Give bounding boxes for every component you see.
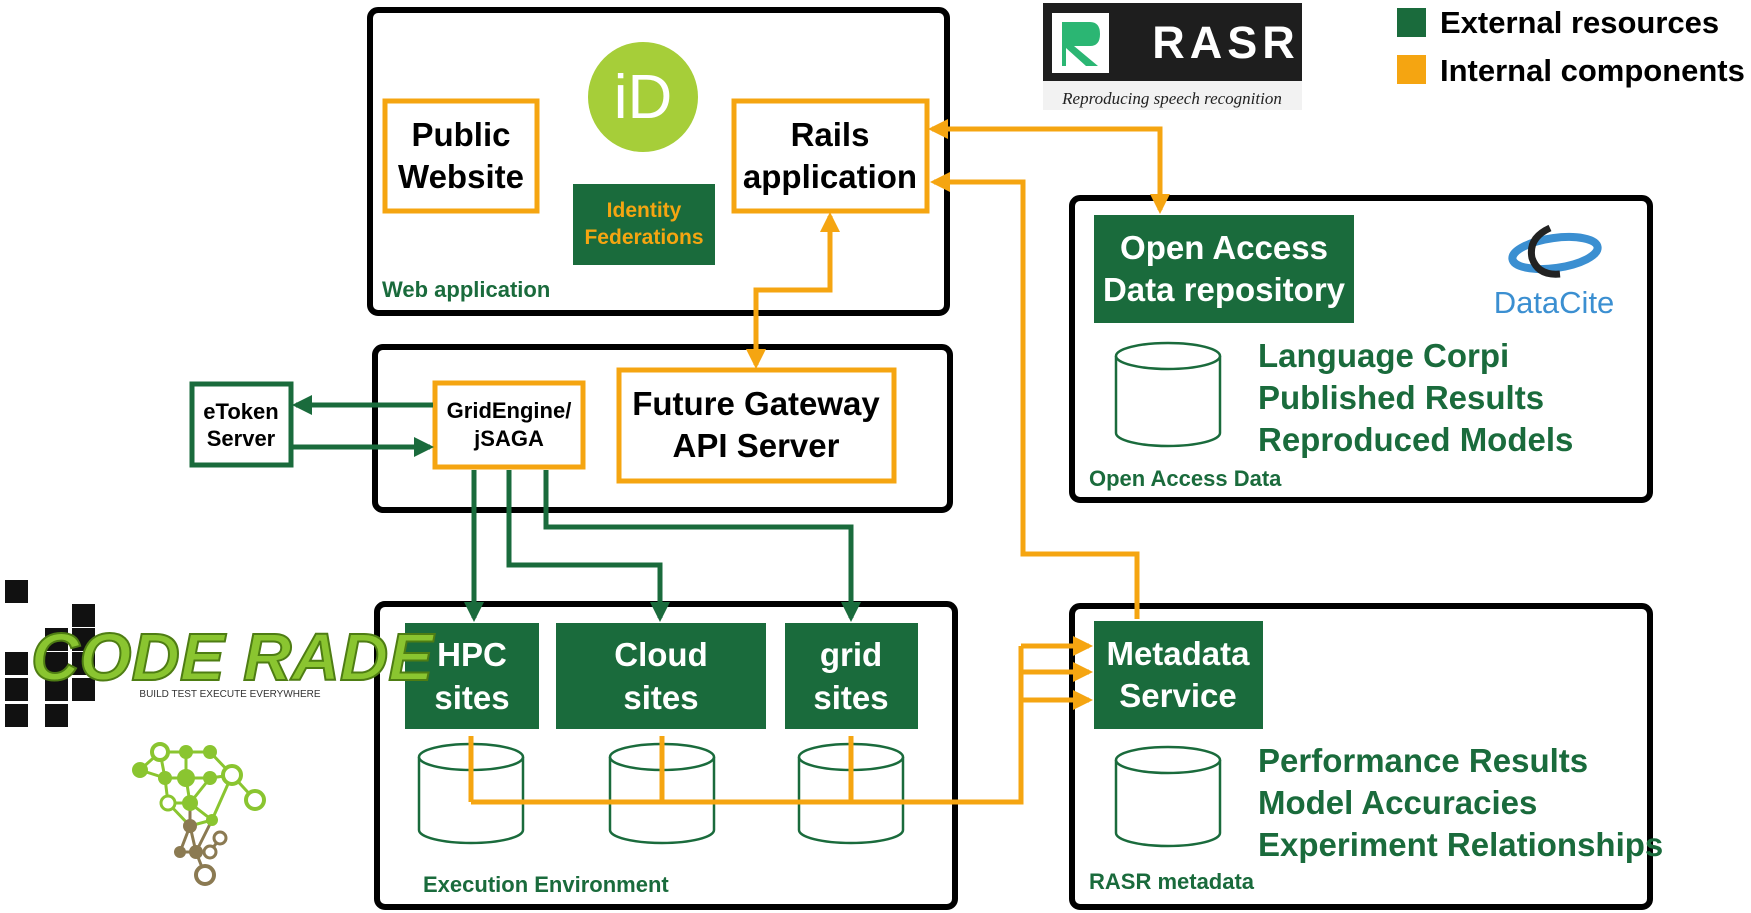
legend-internal-swatch bbox=[1397, 55, 1426, 84]
metadata-to-rails-arrow bbox=[930, 172, 1140, 619]
rails-line-2: application bbox=[743, 158, 917, 195]
gridengine-box bbox=[432, 380, 586, 470]
legend-external-label: External resources bbox=[1440, 5, 1719, 40]
future-gateway-box bbox=[616, 367, 897, 484]
gridengine-line-2: jSAGA bbox=[473, 426, 544, 451]
coderade-pixel-mark bbox=[5, 580, 95, 727]
gridengine-label: GridEngine/jSAGA bbox=[447, 398, 572, 451]
storage-collector-line bbox=[468, 646, 1024, 805]
hpc-line-2: sites bbox=[434, 679, 509, 716]
identity-line-1: Identity bbox=[607, 199, 682, 222]
metadata-item-1: Performance Results bbox=[1258, 742, 1588, 779]
identity-line-2: Federations bbox=[584, 226, 703, 249]
open-access-item-1: Language Corpi bbox=[1258, 337, 1509, 374]
web-application-label: Web application bbox=[382, 277, 550, 302]
hpc-sites-label: HPC sites bbox=[434, 636, 509, 716]
cloud-sites-box bbox=[556, 623, 766, 729]
metadata-line-1: Metadata bbox=[1106, 635, 1250, 672]
gridengine-to-grid-arrow bbox=[543, 470, 861, 622]
hpc-line-1: HPC bbox=[437, 636, 507, 673]
cloud-line-1: Cloud bbox=[614, 636, 707, 673]
coderade-logo: CODE RADE BUILD TEST EXECUTE EVERYWHERE bbox=[5, 580, 436, 727]
identity-federations-box bbox=[573, 184, 715, 265]
future-gateway-line-2: API Server bbox=[673, 427, 840, 464]
public-website-line-2: Website bbox=[398, 158, 524, 195]
open-access-line-1: Open Access bbox=[1120, 229, 1328, 266]
execution-environment-label: Execution Environment bbox=[423, 872, 669, 897]
cloud-line-2: sites bbox=[623, 679, 698, 716]
coderade-tagline: BUILD TEST EXECUTE EVERYWHERE bbox=[139, 689, 320, 700]
open-access-storage-icon bbox=[1114, 341, 1222, 448]
rasr-logo: RASR Reproducing speech recognition bbox=[1043, 3, 1302, 110]
rasr-metadata-frame bbox=[1069, 603, 1653, 910]
metadata-line-2: Service bbox=[1119, 677, 1236, 714]
open-access-frame bbox=[1069, 195, 1653, 503]
rasr-metadata-label: RASR metadata bbox=[1089, 869, 1255, 894]
orcid-mark: iD bbox=[614, 63, 673, 132]
legend-internal-label: Internal components bbox=[1440, 53, 1745, 88]
rails-application-box bbox=[731, 98, 930, 214]
gridengine-to-cloud-arrow bbox=[506, 470, 670, 622]
grid-sites-label: grid sites bbox=[813, 636, 888, 716]
etoken-server-box bbox=[189, 381, 294, 468]
africa-network-logo bbox=[132, 742, 266, 886]
rails-line-1: Rails bbox=[791, 116, 870, 153]
grid-sites-box bbox=[785, 623, 918, 729]
public-website-line-1: Public bbox=[411, 116, 510, 153]
metadata-service-box bbox=[1094, 621, 1263, 729]
legend-external-swatch bbox=[1397, 8, 1426, 37]
rails-future-gateway-arrow bbox=[746, 212, 840, 369]
gateway-frame bbox=[372, 344, 953, 513]
open-access-item-3: Reproduced Models bbox=[1258, 421, 1573, 458]
coderade-wordmark: CODE RADE bbox=[31, 620, 435, 695]
open-access-repo-box bbox=[1094, 215, 1354, 323]
open-access-item-2: Published Results bbox=[1258, 379, 1544, 416]
metadata-storage-icon bbox=[1114, 745, 1222, 848]
cloud-sites-label: Cloud sites bbox=[614, 636, 707, 716]
rasr-logo-tagline: Reproducing speech recognition bbox=[1061, 89, 1282, 108]
grid-line-1: grid bbox=[820, 636, 882, 673]
public-website-box bbox=[382, 98, 540, 214]
datacite-wordmark: DataCite bbox=[1494, 285, 1615, 320]
open-access-line-2: Data repository bbox=[1103, 271, 1346, 308]
gridengine-line-1: GridEngine/ bbox=[447, 398, 572, 423]
metadata-item-2: Model Accuracies bbox=[1258, 784, 1537, 821]
rails-open-access-arrow bbox=[928, 119, 1170, 214]
grid-line-2: sites bbox=[813, 679, 888, 716]
etoken-line-1: eToken bbox=[203, 399, 278, 424]
metadata-item-3: Experiment Relationships bbox=[1258, 826, 1663, 863]
rasr-logo-name: RASR bbox=[1152, 17, 1300, 68]
open-access-data-label: Open Access Data bbox=[1089, 466, 1282, 491]
hpc-sites-box bbox=[405, 623, 539, 729]
orcid-logo: iD bbox=[588, 42, 698, 152]
datacite-logo: DataCite bbox=[1494, 224, 1615, 320]
future-gateway-line-1: Future Gateway bbox=[632, 385, 880, 422]
etoken-line-2: Server bbox=[207, 426, 276, 451]
rails-application-label: Rails application bbox=[743, 116, 917, 195]
